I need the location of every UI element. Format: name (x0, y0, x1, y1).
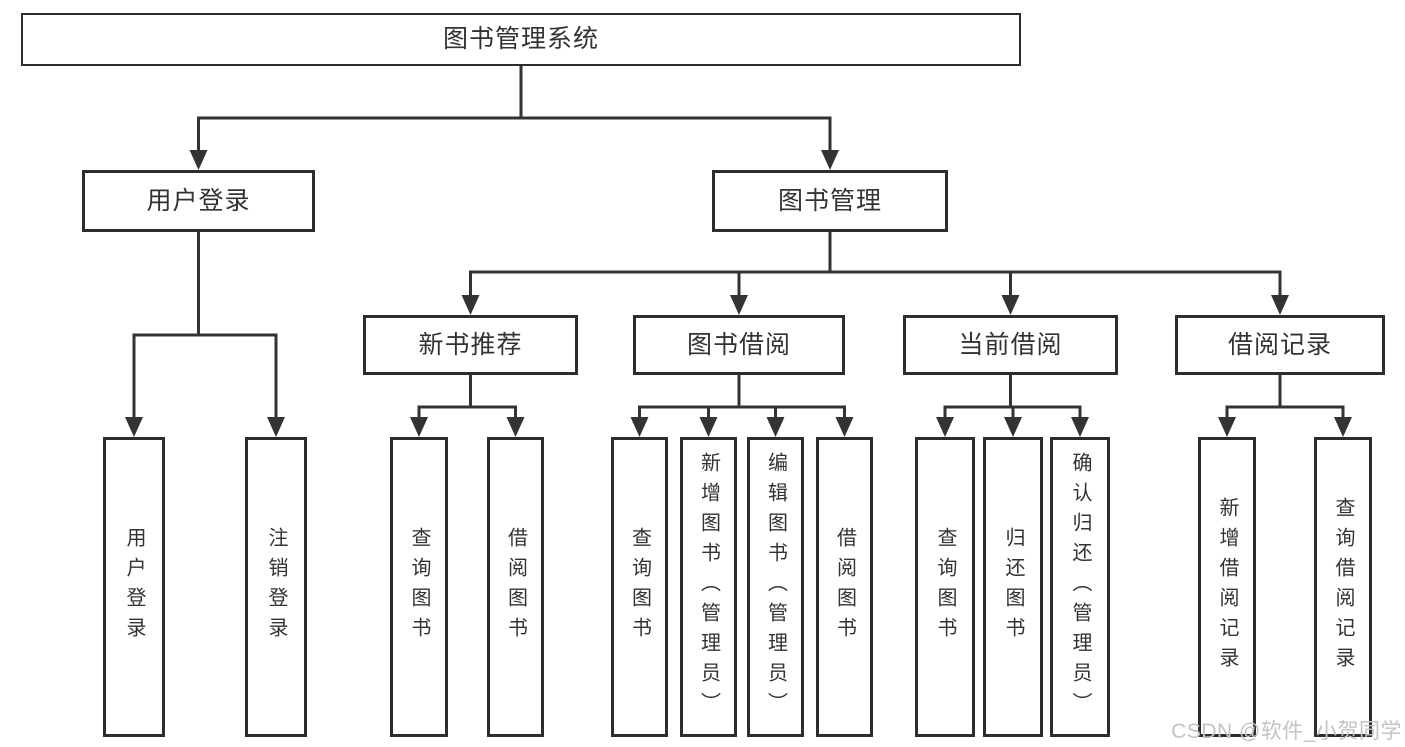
node-borrowing-records: 借阅记录 (1175, 315, 1385, 375)
leaf-nb-query-books: 查询图书 (390, 437, 448, 737)
leaf-br-query-record: 查询借阅记录 (1314, 437, 1372, 737)
node-borrowing-records-label: 借阅记录 (1227, 330, 1332, 359)
leaf-bb-query-books: 查询图书 (611, 437, 668, 737)
arrow-br-query-record (1334, 417, 1352, 437)
arrow-bb-edit-books (766, 417, 785, 437)
node-book-borrowing: 图书借阅 (633, 315, 845, 375)
node-library-system: 图书管理系统 (21, 13, 1021, 66)
leaf-user-login: 用户登录 (103, 437, 165, 737)
connector-borrowing-records (1225, 372, 1345, 420)
connector-new-book-recommendation (417, 372, 517, 420)
leaf-cb-return-books-label: 归还图书 (1002, 527, 1024, 647)
leaf-bb-add-books-admin-label: 新增图书（管理员） (697, 452, 720, 722)
node-book-management-label: 图书管理 (777, 186, 882, 215)
leaf-cb-query-books: 查询图书 (915, 437, 975, 737)
leaf-bb-query-books-label: 查询图书 (628, 527, 651, 647)
leaf-bb-add-books-admin: 新增图书（管理员） (680, 437, 737, 737)
arrow-to-current-borrowing (1001, 295, 1020, 315)
node-current-borrowing: 当前借阅 (903, 315, 1118, 375)
arrow-to-leaf-user-login (125, 417, 143, 437)
arrow-bb-add-books (699, 417, 718, 437)
connector-root (197, 63, 832, 153)
arrow-to-user-login (189, 150, 208, 170)
arrow-nb-borrow-books (506, 417, 525, 437)
node-user-login-label: 用户登录 (146, 186, 251, 215)
arrow-cb-query-books (936, 417, 954, 437)
arrow-to-new-book-recommendation (461, 295, 480, 315)
leaf-bb-borrow-books: 借阅图书 (816, 437, 873, 737)
arrow-to-book-borrowing (730, 295, 748, 315)
leaf-cb-confirm-return-admin: 确认归还（管理员） (1050, 437, 1110, 737)
connector-current-borrowing (943, 372, 1082, 420)
node-new-book-recommendation-label: 新书推荐 (418, 330, 523, 359)
node-book-borrowing-label: 图书借阅 (686, 330, 791, 359)
leaf-logout-login: 注销登录 (245, 437, 307, 737)
connector-book-borrowing (638, 372, 846, 420)
leaf-cb-return-books: 归还图书 (983, 437, 1043, 737)
watermark: CSDN @软件_小贺同学 (1171, 720, 1402, 743)
node-library-system-label: 图书管理系统 (442, 25, 599, 53)
arrow-bb-query-books (630, 417, 649, 437)
leaf-nb-borrow-books-label: 借阅图书 (504, 527, 527, 647)
arrow-to-book-management (821, 150, 839, 170)
arrow-br-add-record (1218, 417, 1236, 437)
leaf-nb-borrow-books: 借阅图书 (487, 437, 544, 737)
leaf-user-login-label: 用户登录 (123, 527, 145, 647)
leaf-br-add-record-label: 新增借阅记录 (1216, 497, 1238, 677)
connector-book-management (469, 229, 1282, 298)
leaf-bb-edit-books-admin: 编辑图书（管理员） (747, 437, 804, 737)
node-current-borrowing-label: 当前借阅 (958, 330, 1063, 359)
leaf-bb-borrow-books-label: 借阅图书 (833, 527, 856, 647)
node-user-login: 用户登录 (82, 170, 315, 232)
arrow-bb-borrow-books (835, 417, 854, 437)
node-book-management: 图书管理 (712, 170, 948, 232)
leaf-nb-query-books-label: 查询图书 (408, 527, 430, 647)
arrow-cb-confirm-return (1071, 417, 1089, 437)
leaf-cb-confirm-return-admin-label: 确认归还（管理员） (1069, 452, 1091, 722)
leaf-logout-login-label: 注销登录 (265, 527, 287, 647)
leaf-bb-edit-books-admin-label: 编辑图书（管理员） (764, 452, 787, 722)
leaf-br-query-record-label: 查询借阅记录 (1332, 497, 1354, 677)
arrow-nb-query-books (410, 417, 428, 437)
arrow-cb-return-books (1004, 417, 1022, 437)
leaf-br-add-record: 新增借阅记录 (1198, 437, 1256, 737)
arrow-to-leaf-logout (267, 417, 285, 437)
connector-user-login (132, 229, 278, 420)
arrow-to-borrowing-records (1271, 295, 1289, 315)
node-new-book-recommendation: 新书推荐 (363, 315, 578, 375)
leaf-cb-query-books-label: 查询图书 (934, 527, 956, 647)
